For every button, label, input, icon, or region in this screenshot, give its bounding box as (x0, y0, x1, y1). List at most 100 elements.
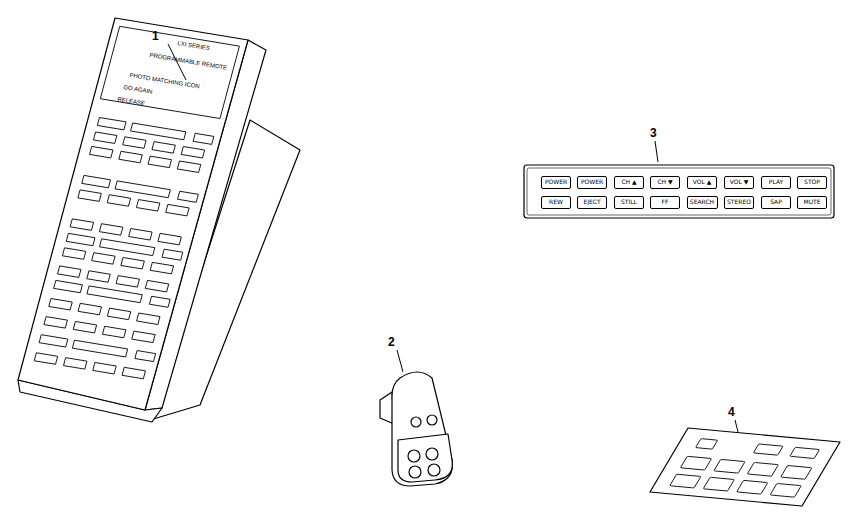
keypad-overlay (650, 428, 840, 506)
button-label: FF (662, 199, 669, 205)
remote-key (87, 286, 142, 303)
overlay-hole (696, 439, 718, 450)
label-button: FF (650, 196, 680, 209)
adapter-button (426, 448, 438, 460)
button-label: STEREO (727, 199, 751, 205)
button-label: EJECT (583, 199, 600, 205)
remote-key (145, 280, 168, 291)
leader-line (655, 141, 658, 162)
overlay-hole (770, 483, 801, 497)
label-button: STOP (797, 176, 827, 189)
adapter-body (392, 372, 452, 486)
button-label: CH ▲ (621, 179, 636, 185)
leader-line (735, 420, 738, 432)
remote-key (115, 181, 170, 198)
remote-key (49, 299, 72, 310)
remote-key (116, 276, 139, 287)
label-strip-inner (527, 168, 831, 215)
remote-key (177, 161, 200, 172)
remote-key (66, 233, 95, 245)
label-button: STILL (614, 196, 644, 209)
remote-key (72, 340, 127, 357)
remote-key (54, 280, 83, 292)
label-button: SEARCH (687, 196, 718, 209)
label-button: CH ▲ (614, 176, 644, 189)
remote-face (18, 18, 248, 410)
remote-key (131, 123, 186, 140)
remote-key (87, 271, 110, 282)
callout-number: 2 (388, 336, 395, 348)
remote-key (162, 249, 183, 260)
remote-key (107, 195, 130, 206)
remote-key (136, 200, 159, 211)
button-label: VOL ▲ (693, 179, 712, 185)
remote-key (73, 321, 96, 332)
remote-key (135, 351, 156, 362)
remote-keys (30, 26, 239, 380)
remote-key (122, 367, 145, 378)
callout-number: 3 (650, 127, 657, 139)
adapter-button (409, 466, 421, 478)
label-button: PLAY (761, 176, 791, 189)
remote-key (152, 142, 175, 153)
button-label: STILL (621, 199, 637, 205)
remote-key (123, 137, 146, 148)
remote-key (181, 147, 204, 158)
leader-line (397, 350, 403, 372)
overlay-hole (790, 447, 820, 458)
remote-key (78, 303, 101, 314)
remote-key (137, 313, 160, 324)
remote-key (107, 308, 130, 319)
remote-key (93, 132, 116, 143)
button-label: CH ▼ (657, 179, 672, 185)
remote-key (148, 156, 171, 167)
remote-key (92, 253, 115, 264)
overlay-hole (714, 459, 745, 473)
remote-key (62, 248, 85, 259)
adapter-button (411, 417, 421, 427)
remote-key (93, 362, 116, 373)
label-button: MUTE (797, 196, 827, 209)
remote-key (150, 262, 173, 273)
overlay-hole (670, 474, 701, 488)
button-label: POWER (545, 179, 567, 185)
remote-key (44, 317, 67, 328)
label-button: SAP (761, 196, 791, 209)
remote-key (39, 335, 68, 347)
remote-key (149, 296, 170, 307)
remote-key (100, 239, 155, 256)
label-button: VOL ▼ (724, 176, 754, 189)
overlay-hole (781, 466, 812, 480)
remote-key (178, 191, 199, 202)
label-button: VOL ▲ (687, 176, 717, 189)
remote-key (82, 175, 111, 187)
adapter-button (427, 415, 437, 425)
overlay-hole (747, 462, 778, 476)
remote-key (102, 326, 125, 337)
label-button: EJECT (577, 196, 607, 209)
remote-key (132, 331, 155, 342)
adapter-button (428, 464, 440, 476)
button-label: REW (549, 199, 563, 205)
label-button: POWER (577, 176, 607, 189)
overlay-hole (737, 480, 768, 494)
remote-key (166, 204, 189, 215)
label-button: STEREO (724, 196, 754, 209)
remote-key (129, 229, 152, 240)
button-label: STOP (804, 179, 820, 185)
remote-key (193, 133, 214, 144)
button-label: POWER (581, 179, 603, 185)
button-label: SEARCH (690, 199, 714, 205)
button-label: SAP (770, 199, 782, 205)
button-label: MUTE (803, 199, 820, 205)
callout-number: 1 (152, 30, 159, 42)
label-button: REW (541, 196, 571, 209)
label-strip (524, 165, 834, 218)
adapter-button (408, 450, 420, 462)
remote-key (158, 233, 181, 244)
remote-key (97, 118, 126, 130)
label-button: CH ▼ (650, 176, 680, 189)
button-label: PLAY (769, 179, 783, 185)
overlay-hole (703, 477, 734, 491)
